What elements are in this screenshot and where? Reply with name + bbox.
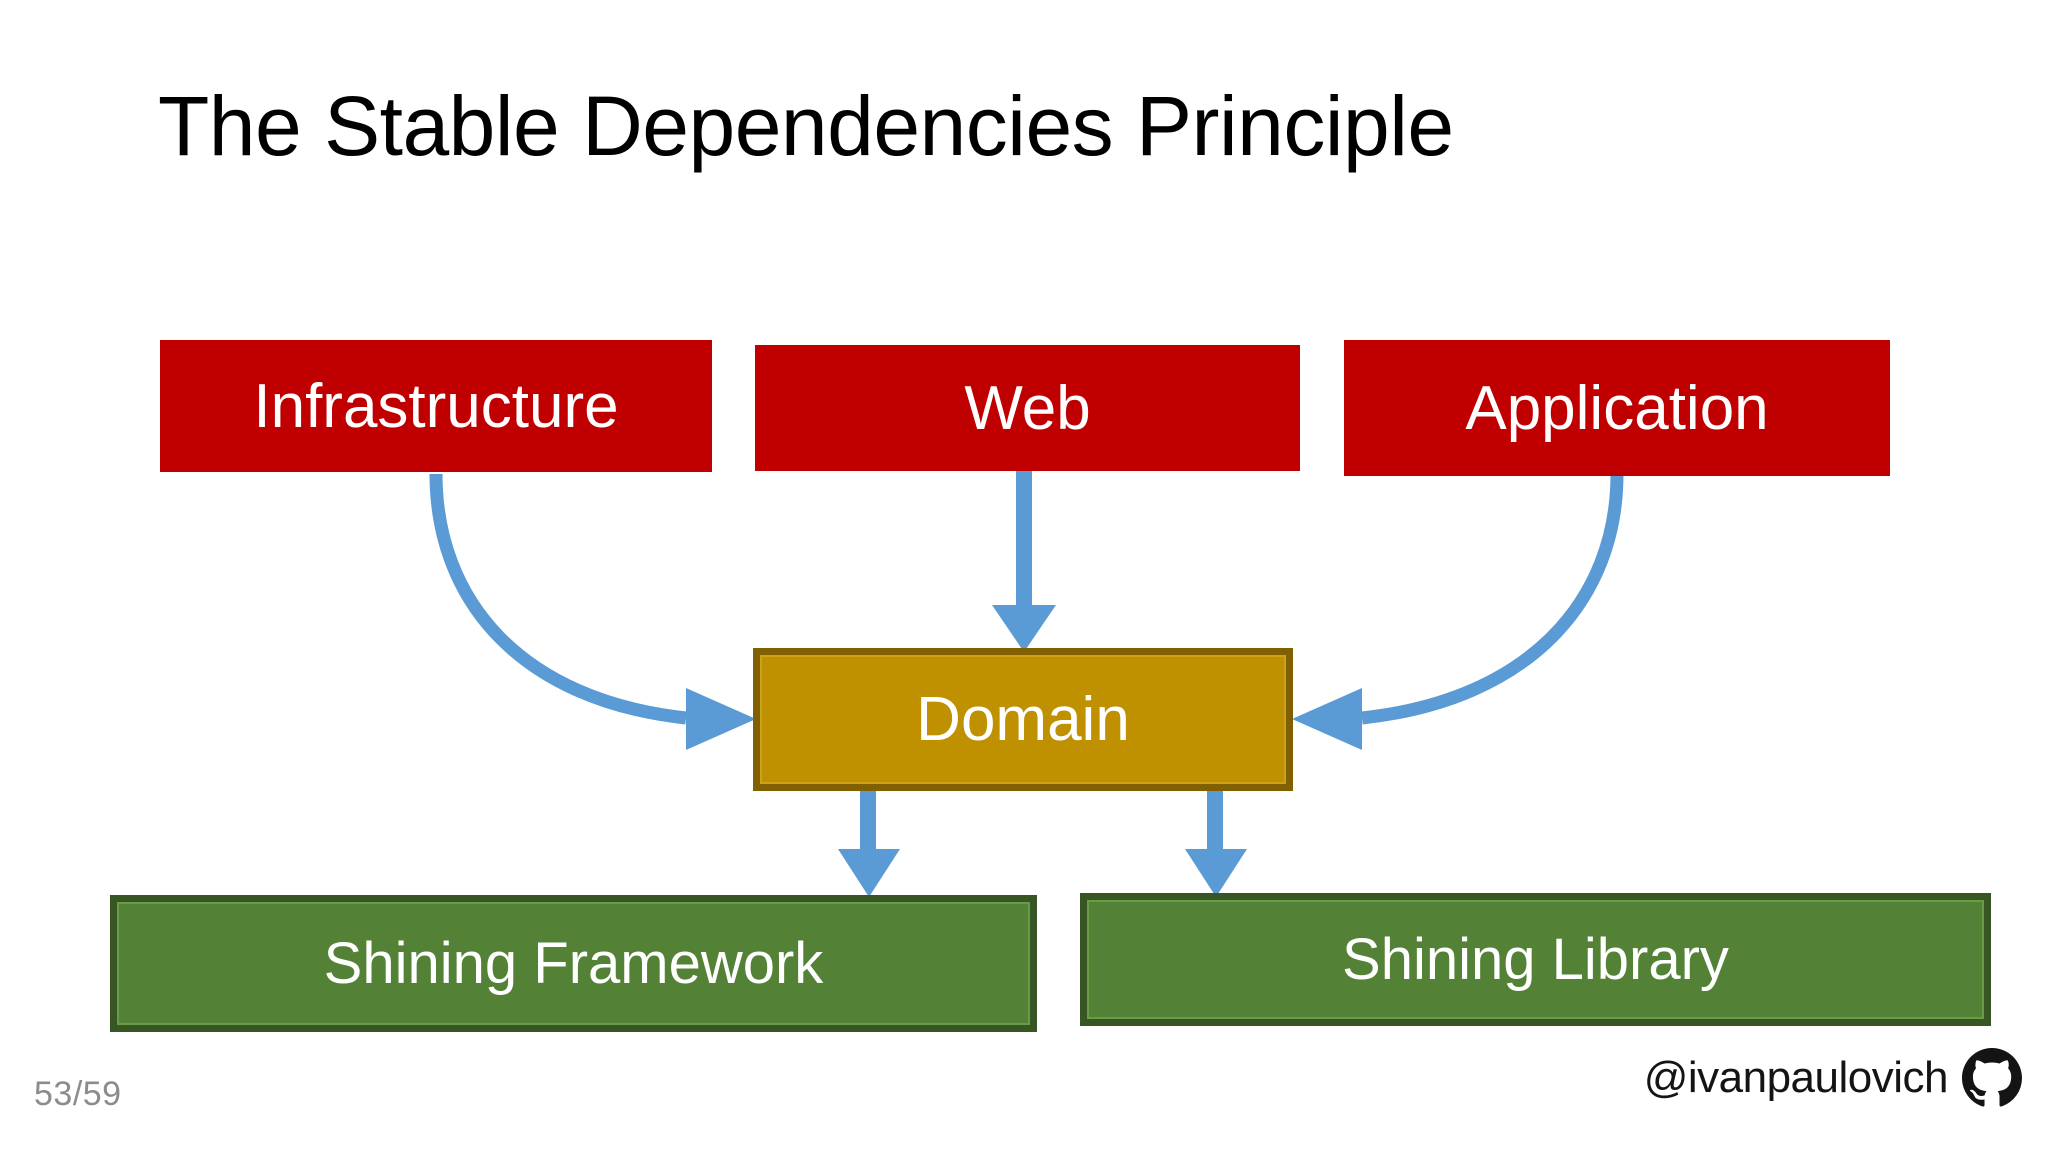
node-web-label: Web [964,373,1091,443]
node-infrastructure-label: Infrastructure [253,371,619,441]
page-title: The Stable Dependencies Principle [158,79,1454,173]
node-shining-framework[interactable]: Shining Framework [110,895,1037,1032]
page-number: 53/59 [34,1075,122,1113]
node-domain-label: Domain [916,685,1130,754]
github-icon[interactable] [1962,1048,2022,1108]
edge-domain-to-shining-library [1185,790,1247,897]
node-infrastructure[interactable]: Infrastructure [160,340,712,472]
node-shining-library[interactable]: Shining Library [1080,893,1991,1026]
edge-web-to-domain [992,470,1056,652]
node-web[interactable]: Web [755,345,1300,471]
node-shining-library-inner-border: Shining Library [1087,900,1984,1019]
author-handle: @ivanpaulovich [1643,1053,1949,1102]
node-domain[interactable]: Domain [753,648,1293,791]
credit-block: @ivanpaulovich [1644,1048,2022,1108]
edge-application-to-domain [1292,473,1624,750]
node-application-label: Application [1465,373,1769,443]
edge-infrastructure-to-domain [429,473,756,750]
node-application[interactable]: Application [1344,340,1890,476]
node-shining-framework-label: Shining Framework [323,931,824,996]
node-shining-framework-inner-border: Shining Framework [117,902,1030,1025]
node-domain-inner-border: Domain [760,655,1286,784]
node-shining-library-label: Shining Library [1342,927,1729,992]
edge-domain-to-shining-framework [838,790,900,897]
